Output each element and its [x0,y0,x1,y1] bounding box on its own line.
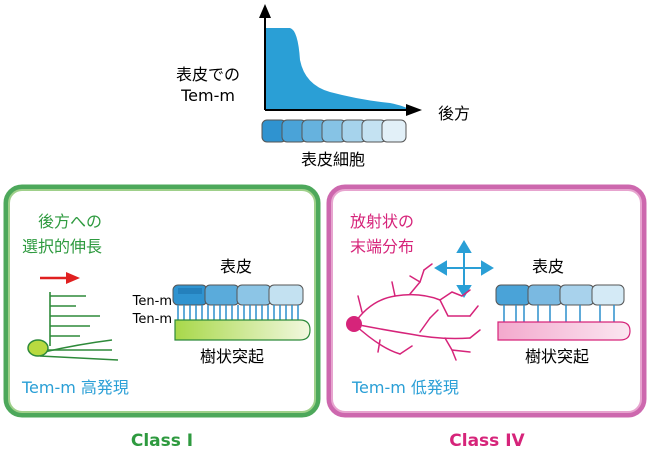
class4-neuron [353,263,481,361]
class1-tenm-label-upper: Ten-m [132,294,172,309]
class1-expression-label: Tem-m 高発現 [21,378,129,397]
class1-heading-line1: 後方への [38,212,102,231]
tenm-gradient-curve [265,28,410,110]
class4-panel: 放射状の 末端分布 [326,184,647,418]
class1-dendrite-bar [174,319,311,341]
posterior-arrow-icon [40,272,80,284]
class1-soma [27,339,49,357]
class4-expression-label: Tem-m 低発現 [351,378,459,397]
class1-panel: 後方への 選択的伸長 表皮 [3,184,321,418]
class4-epidermal-cells [495,284,625,306]
class4-tenm-bristles [503,305,615,322]
epidermal-cells-label: 表皮細胞 [301,150,365,169]
class1-dendrite-label: 樹状突起 [200,347,264,366]
y-axis-arrowhead [259,4,271,18]
epidermal-cells-row [261,119,407,143]
x-axis-label: 後方 [438,104,470,123]
y-axis-label-line1: 表皮での [176,65,240,84]
radial-arrows-icon [434,240,494,298]
class1-epidermis-label: 表皮 [220,257,252,276]
class1-epidermal-cells [172,284,304,306]
class4-epidermis-label: 表皮 [532,257,564,276]
class4-name: Class IV [449,431,525,451]
top-plot: 表皮での Tem-m 後方 表皮細胞 [176,4,470,169]
class4-heading-line1: 放射状の [350,212,414,231]
y-axis-label-line2: Tem-m [180,86,235,105]
class4-panel-frame [326,184,647,418]
class1-tenm-bristles [177,305,299,320]
class4-dendrite-label: 樹状突起 [525,347,589,366]
class1-tenm-label-lower: Ten-m [132,312,172,327]
class4-heading-line2: 末端分布 [350,237,414,256]
class1-heading-line2: 選択的伸長 [22,237,102,256]
x-axis-arrowhead [406,104,422,116]
class1-neuron [39,292,119,361]
class1-name: Class I [131,431,193,451]
class4-soma [346,316,362,332]
class4-dendrite-bar [497,321,631,341]
